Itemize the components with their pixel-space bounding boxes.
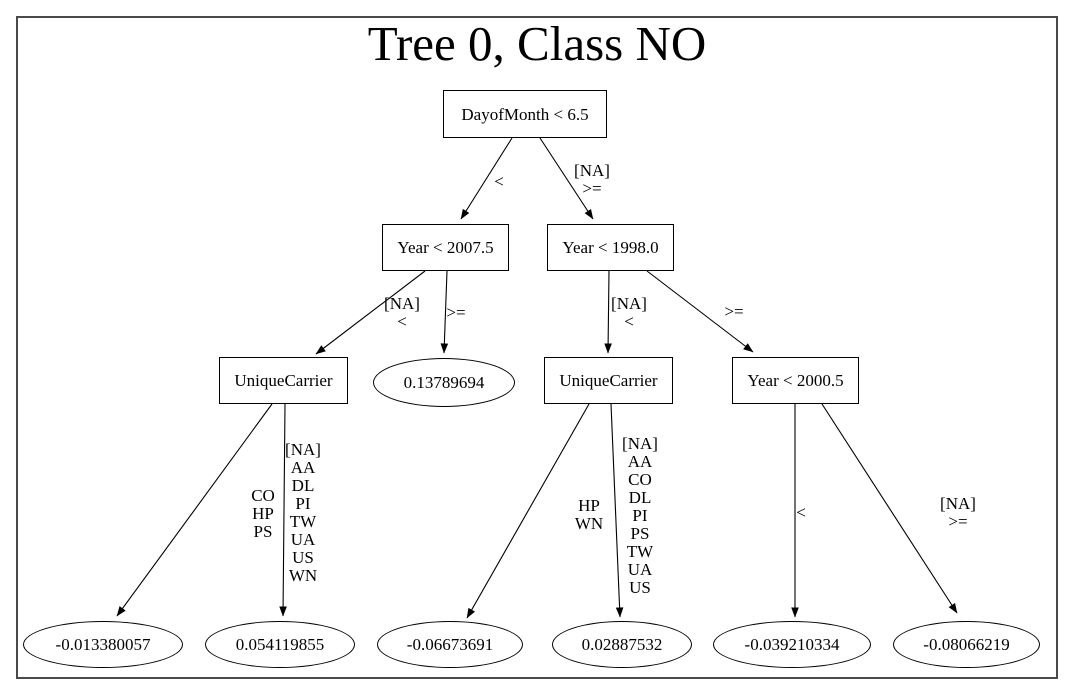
edge-root-to-year2007 [460,137,513,220]
leaf-value-n0066: -0.06673691 [377,621,523,668]
leaf-value-0054: 0.054119855 [205,621,355,668]
diagram-title: Tree 0, Class NO [367,16,707,71]
node-dayofmonth: DayofMonth < 6.5 [443,90,607,138]
edge-label-root-right: [NA] >= [574,161,610,198]
edge-carrier2-to-leaf3 [466,403,590,619]
node-uniquecarrier-1: UniqueCarrier [219,357,348,404]
edge-year1998-to-year2000 [646,270,754,353]
node-year-2007: Year < 2007.5 [382,224,509,271]
edge-label-year2007-left: [NA] < [384,294,420,331]
edge-label-root-left: < [494,172,504,191]
leaf-value-0028: 0.02887532 [552,621,692,668]
edge-year1998-to-carrier2 [604,270,612,354]
edge-label-carrier1-left: CO HP PS [251,486,275,541]
edge-label-carrier2-right: [NA] AA CO DL PI PS TW UA US [622,434,658,597]
leaf-value-n0080: -0.08066219 [893,621,1040,668]
edge-label-carrier1-right: [NA] AA DL PI TW UA US WN [285,440,321,585]
node-year-1998: Year < 1998.0 [547,224,674,271]
node-uniquecarrier-2: UniqueCarrier [544,357,673,404]
edge-year2007-to-value1 [440,270,449,354]
leaf-value-0137: 0.13789694 [373,358,515,407]
edge-carrier1-to-leaf1 [116,403,273,617]
edge-year2000-to-leaf6 [821,403,958,614]
edge-carrier1-to-leaf2 [279,403,287,617]
edge-carrier2-to-leaf4 [610,403,624,618]
edge-label-year2007-right: >= [446,303,466,322]
edge-label-year2000-right: [NA] >= [940,494,976,531]
edge-label-year1998-right: >= [724,302,744,321]
edge-label-carrier2-left: HP WN [574,496,604,533]
node-year-2000: Year < 2000.5 [732,357,859,404]
edge-label-year2000-left: < [796,503,806,522]
edge-root-to-year1998 [539,137,594,220]
leaf-value-n0013: -0.013380057 [23,621,183,668]
leaf-value-n0039: -0.039210334 [713,621,871,668]
edge-label-year1998-left: [NA] < [611,294,647,331]
edge-year2007-to-carrier1 [315,270,426,355]
